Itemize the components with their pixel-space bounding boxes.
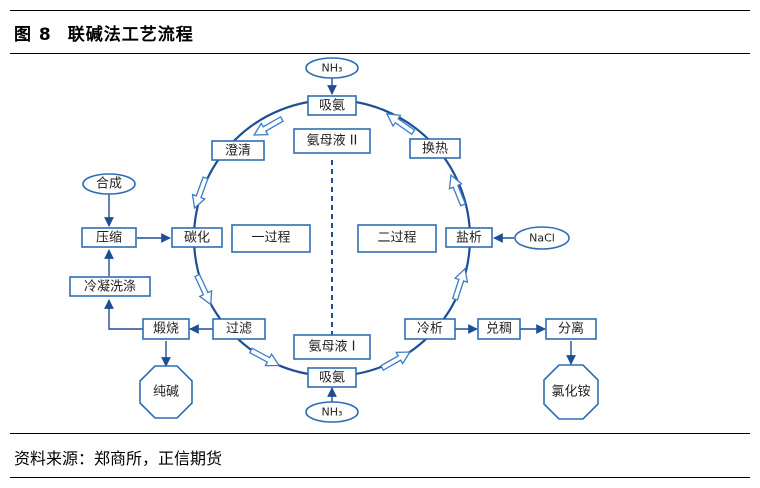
node-carbonize-label: 碳化 [184,231,210,246]
node-mother-liquor-1: 氨母液 I [293,334,371,360]
node-separate-label: 分离 [558,321,584,337]
node-process-one-label: 一过程 [251,231,290,246]
node-compress: 压缩 [81,227,137,248]
figure-title: 图 8 联碱法工艺流程 [14,20,194,45]
node-absorb-bottom-label: 吸氨 [319,371,345,386]
node-blend-label: 兑稠 [486,322,512,337]
figure-number: 图 8 [14,25,52,45]
node-nh3-top-label: NH₃ [322,62,343,75]
node-nh3-top: NH₃ [305,57,359,79]
node-process-two: 二过程 [357,224,437,253]
node-filter-label: 过滤 [226,322,252,337]
ring-direction-arrows [191,113,469,372]
ring-arrow-carbonize-to-filter [194,273,213,306]
ring-arrow-cold-to-salting [451,267,469,301]
node-soda-ash: 纯碱 [139,365,193,419]
figure-title-text: 联碱法工艺流程 [67,25,194,45]
node-heat-exchange-label: 换热 [422,142,448,157]
node-nacl-label: NaCl [529,232,555,245]
node-condense-wash-label: 冷凝洗涤 [84,279,136,295]
node-calcine-label: 煅烧 [153,321,179,337]
node-cold-precip: 冷析 [404,318,456,340]
node-salting: 盐析 [445,227,493,248]
source-note: 资料来源：郑商所，正信期货 [14,449,223,468]
ring-arrow-absorb-to-cold [380,351,412,372]
node-carbonize: 碳化 [171,227,223,248]
node-clarify-label: 澄清 [225,144,251,159]
node-salting-label: 盐析 [456,231,482,246]
node-separate: 分离 [545,318,597,340]
node-ammonium-chloride: 氯化铵 [543,364,599,420]
top-rule [10,10,750,11]
node-process-one: 一过程 [231,224,311,253]
node-absorb-top: 吸氨 [307,95,357,116]
node-synthesis-label: 合成 [96,177,122,192]
node-filter: 过滤 [212,318,266,340]
bottom-rule [10,477,750,478]
title-rule [10,53,750,54]
node-heat-exchange: 换热 [409,138,461,159]
node-mother-liquor-2-label: 氨母液 II [307,134,358,149]
node-nh3-bottom-label: NH₃ [322,406,343,419]
node-compress-label: 压缩 [96,230,122,246]
node-nh3-bottom: NH₃ [305,401,359,423]
node-clarify: 澄清 [211,140,265,161]
node-soda-ash-label: 纯碱 [153,385,179,400]
node-mother-liquor-2: 氨母液 II [293,128,371,154]
ring-arrow-salting-to-heat [448,173,467,207]
ring-arrow-absorb-to-clarify [252,115,284,136]
node-condense-wash: 冷凝洗涤 [69,276,151,297]
node-blend: 兑稠 [477,318,521,340]
node-calcine: 煅烧 [142,318,190,340]
node-mother-liquor-1-label: 氨母液 I [309,340,356,355]
node-synthesis: 合成 [82,173,136,195]
ring-arrow-filter-to-absorb [248,347,281,367]
node-process-two-label: 二过程 [377,231,416,246]
node-cold-precip-label: 冷析 [417,322,443,337]
node-absorb-top-label: 吸氨 [319,99,345,114]
node-ammonium-chloride-label: 氯化铵 [551,385,590,400]
flow-calcine-wash [104,299,143,330]
source-top-rule [10,433,750,434]
node-absorb-bottom: 吸氨 [307,367,357,388]
ring-arrow-clarify-to-carbonize [191,176,209,210]
node-nacl: NaCl [514,226,570,250]
ring-arrow-heat-to-absorb [385,113,416,136]
